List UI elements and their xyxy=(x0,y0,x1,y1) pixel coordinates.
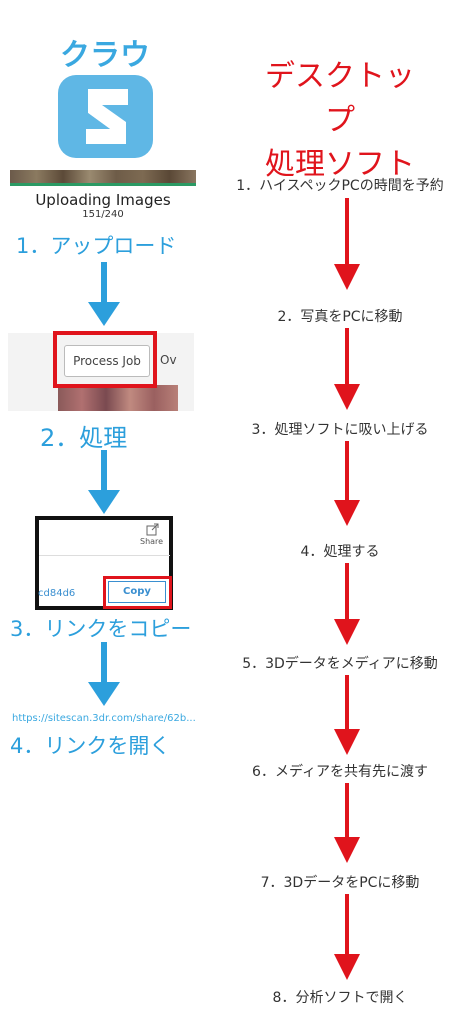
share-label: Share xyxy=(140,537,164,546)
cloud-arrow-1 xyxy=(88,262,120,326)
cloud-step-1: 1．アップロード xyxy=(16,234,177,258)
desktop-arrow-4 xyxy=(334,563,360,645)
desktop-title-line1: デスクトップ xyxy=(265,59,415,138)
upload-progress-bar xyxy=(10,183,196,186)
desktop-title-line2: 処理ソフト xyxy=(265,147,415,182)
cloud-step-4: 4．リンクを開く xyxy=(10,734,171,758)
desktop-step-8: 8．分析ソフトで開く xyxy=(272,990,408,1006)
desktop-step-5: 5．3Dデータをメディアに移動 xyxy=(242,656,438,672)
desktop-arrow-1 xyxy=(334,198,360,290)
desktop-arrow-2 xyxy=(334,328,360,410)
process-job-button[interactable]: Process Job xyxy=(64,345,150,377)
cloud-arrow-2 xyxy=(88,450,120,514)
upload-title: Uploading Images xyxy=(35,191,171,209)
map-preview xyxy=(58,385,178,411)
cloud-arrow-3 xyxy=(88,642,120,706)
cloud-step-2: 2．処理 xyxy=(40,424,128,452)
overview-tab[interactable]: Ov xyxy=(160,353,177,367)
desktop-arrow-7 xyxy=(334,894,360,980)
sitescan-logo-icon xyxy=(58,75,153,158)
process-highlight-frame xyxy=(53,331,157,388)
share-link-hash: cd84d6 xyxy=(38,588,76,599)
copy-highlight-frame xyxy=(103,576,172,609)
upload-thumbnails xyxy=(10,170,196,183)
desktop-step-3: 3．処理ソフトに吸い上げる xyxy=(251,422,429,438)
copy-button[interactable]: Copy xyxy=(108,581,166,603)
desktop-arrow-3 xyxy=(334,441,360,526)
share-icon[interactable] xyxy=(146,522,160,536)
desktop-step-6: 6．メディアを共有先に渡す xyxy=(252,764,428,780)
upload-count: 151/240 xyxy=(82,209,124,220)
desktop-arrow-6 xyxy=(334,783,360,863)
desktop-step-1: 1．ハイスペックPCの時間を予約 xyxy=(236,178,444,194)
share-url-link[interactable]: https://sitescan.3dr.com/share/62b... xyxy=(12,713,196,724)
desktop-step-4: 4．処理する xyxy=(300,544,380,560)
desktop-title: デスクトップ 処理ソフト xyxy=(255,55,425,187)
desktop-step-7: 7．3DデータをPCに移動 xyxy=(260,875,420,891)
cloud-step-3: 3．リンクをコピー xyxy=(10,617,192,641)
desktop-arrow-5 xyxy=(334,675,360,755)
desktop-step-2: 2．写真をPCに移動 xyxy=(277,309,403,325)
divider xyxy=(39,555,170,556)
